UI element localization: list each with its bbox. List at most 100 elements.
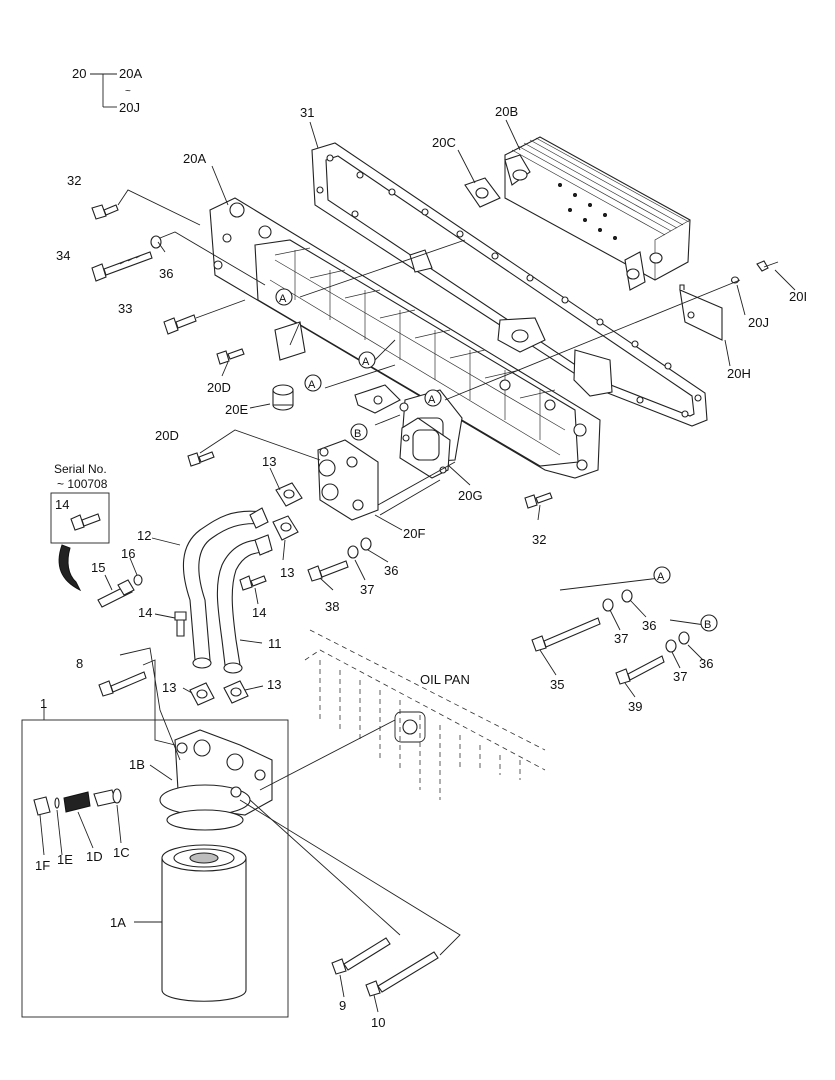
gasket-13-d [223, 680, 249, 704]
label-38: 38 [325, 599, 339, 614]
label-32-upper: 32 [67, 173, 81, 188]
bolt-9 [331, 937, 391, 975]
bracket-20h [679, 284, 723, 341]
bolt-38 [307, 560, 349, 582]
label-35: 35 [550, 677, 564, 692]
label-37-right-a: 37 [614, 631, 628, 646]
ref-b-1: B [350, 423, 368, 441]
bolt-39 [615, 655, 665, 685]
bolt-32-lower [524, 492, 553, 509]
range-tilde: ~ [125, 86, 131, 97]
bolt-14-mid [239, 575, 267, 591]
serial-box: Serial No. ~ 100708 [50, 462, 110, 592]
gasket-13-c [189, 682, 215, 706]
bolt-20i [756, 260, 779, 272]
bolt-33 [163, 314, 197, 335]
svg-text:A: A [308, 379, 316, 391]
label-13-b: 13 [280, 565, 294, 580]
adapter-20f [317, 439, 379, 521]
oil-pan-outline: OIL PAN [304, 629, 546, 800]
label-12: 12 [137, 528, 151, 543]
label-1d: 1D [86, 849, 103, 864]
washer-36-right-b [678, 631, 690, 645]
bolt-34 [91, 251, 153, 282]
label-1: 1 [40, 696, 47, 711]
washer-37-right-b [665, 639, 677, 653]
gasket-20g [399, 417, 451, 479]
cover-ribs [269, 247, 566, 456]
svg-text:A: A [279, 293, 287, 305]
label-1b: 1B [129, 757, 145, 772]
ref-a-4: A [424, 389, 442, 407]
label-20h: 20H [727, 366, 751, 381]
label-20b: 20B [495, 104, 518, 119]
fitting-15 [97, 579, 135, 608]
label-37-mid: 37 [360, 582, 374, 597]
label-20f: 20F [403, 526, 425, 541]
label-14-mid: 14 [252, 605, 266, 620]
label-1c: 1C [113, 845, 130, 860]
label-39: 39 [628, 699, 642, 714]
label-13-d: 13 [267, 677, 281, 692]
gasket-31 [311, 142, 708, 427]
range-top-label: 20A [119, 66, 142, 81]
plug-20e [272, 384, 294, 411]
bolt-20d-upper [216, 348, 245, 365]
svg-text:A: A [362, 356, 370, 368]
bolt-8 [98, 671, 147, 697]
label-37-right-b: 37 [673, 669, 687, 684]
washer-36-right-a [621, 589, 633, 603]
label-20j: 20J [748, 315, 769, 330]
serial-line2: ~ 100708 [57, 477, 108, 491]
label-32-lower: 32 [532, 532, 546, 547]
label-8: 8 [76, 656, 83, 671]
label-14-pipe: 14 [138, 605, 152, 620]
svg-text:B: B [704, 619, 711, 631]
label-36-right-b: 36 [699, 656, 713, 671]
serial-line1: Serial No. [54, 462, 107, 476]
label-36-mid: 36 [384, 563, 398, 578]
label-9: 9 [339, 998, 346, 1013]
ref-a-2: A [358, 351, 376, 369]
label-36-upper: 36 [159, 266, 173, 281]
oil-cooler-element-20b [504, 136, 691, 291]
part-labels: 31 20B 20C 20A 32 34 36 33 20D 20E 20D 2… [35, 104, 807, 1030]
label-16: 16 [121, 546, 135, 561]
svg-text:A: A [428, 394, 436, 406]
svg-text:B: B [354, 428, 361, 440]
label-20d-upper: 20D [207, 380, 231, 395]
ref-a-5: A [653, 566, 671, 584]
label-10: 10 [371, 1015, 385, 1030]
label-13-c: 13 [162, 680, 176, 695]
label-20e: 20E [225, 402, 248, 417]
label-34: 34 [56, 248, 70, 263]
svg-text:A: A [657, 571, 665, 583]
range-start-label: 20 [72, 66, 86, 81]
label-36-right-a: 36 [642, 618, 656, 633]
label-20i: 20I [789, 289, 807, 304]
bolt-20d-lower [187, 451, 215, 467]
ref-a-3: A [304, 374, 322, 392]
bolt-14-pipe [174, 611, 187, 637]
label-1e: 1E [57, 852, 73, 867]
range-note: 20 20A ~ 20J [72, 66, 142, 115]
gasket-31-holes [316, 154, 702, 418]
ref-b-2: B [700, 614, 718, 632]
label-31: 31 [300, 105, 314, 120]
gasket-20c [464, 177, 501, 208]
label-11: 11 [268, 636, 282, 651]
washer-16 [133, 574, 143, 586]
label-1f: 1F [35, 858, 50, 873]
label-20a: 20A [183, 151, 206, 166]
washer-36-upper [150, 235, 162, 249]
label-20d-lower: 20D [155, 428, 179, 443]
label-14-serial: 14 [55, 497, 69, 512]
oil-pipes [182, 507, 273, 674]
label-20c: 20C [432, 135, 456, 150]
bolt-14-serial [70, 513, 101, 531]
filter-assembly-1 [21, 705, 289, 1018]
range-bottom-label: 20J [119, 100, 140, 115]
label-1a: 1A [110, 915, 126, 930]
gasket-13-a [275, 482, 303, 507]
washer-36-mid [360, 537, 372, 551]
